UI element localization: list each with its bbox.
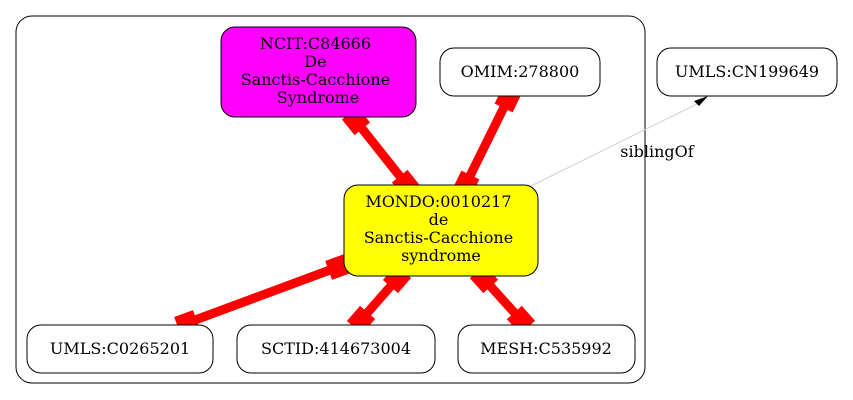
edge-label-siblingof: siblingOf [620, 142, 694, 161]
node-sctid-label: SCTID:414673004 [261, 339, 411, 358]
equivalence-cluster [15, 15, 646, 384]
node-ncit-line-3: Sanctis-Cacchione [241, 70, 390, 89]
node-mesh[interactable]: MESH:C535992 [457, 324, 636, 374]
svg-text:MONDO:0010217 de S: MONDO:0010217 de Sanctis-Cacchione syndr… [364, 192, 519, 265]
edge-siblingof: siblingOf [530, 96, 708, 187]
node-omim-label: OMIM:278800 [461, 62, 580, 81]
node-ncit-line-2: De [304, 52, 326, 71]
node-umls-c[interactable]: UMLS:C0265201 [26, 324, 214, 374]
node-mondo-line-3: Sanctis-Cacchione [364, 228, 513, 247]
node-umls-cn[interactable]: UMLS:CN199649 [656, 47, 838, 97]
node-mondo-line-1: MONDO:0010217 [365, 192, 511, 211]
edge-omim-mondo [452, 85, 522, 198]
node-ncit[interactable]: NCIT:C84666 De Sanctis-Cacchione Syndrom… [220, 26, 417, 118]
svg-text:NCIT:C84666 De San: NCIT:C84666 De Sanctis-Cacchione Syndrom… [241, 34, 396, 107]
node-omim[interactable]: OMIM:278800 [439, 47, 601, 97]
node-mondo[interactable]: MONDO:0010217 de Sanctis-Cacchione syndr… [343, 184, 539, 277]
node-mondo-line-2: de [429, 210, 449, 229]
node-umls-c-label: UMLS:C0265201 [50, 339, 190, 358]
arrowhead-icon [694, 96, 708, 106]
node-mondo-line-4: syndrome [401, 246, 481, 265]
node-ncit-line-4: Syndrome [277, 88, 359, 107]
node-umls-cn-label: UMLS:CN199649 [675, 62, 819, 81]
node-mesh-label: MESH:C535992 [480, 339, 612, 358]
node-ncit-line-1: NCIT:C84666 [260, 34, 371, 53]
edge-mondo-umls-c [174, 254, 351, 336]
edge-ncit-mondo [341, 106, 421, 199]
node-sctid[interactable]: SCTID:414673004 [236, 324, 436, 374]
